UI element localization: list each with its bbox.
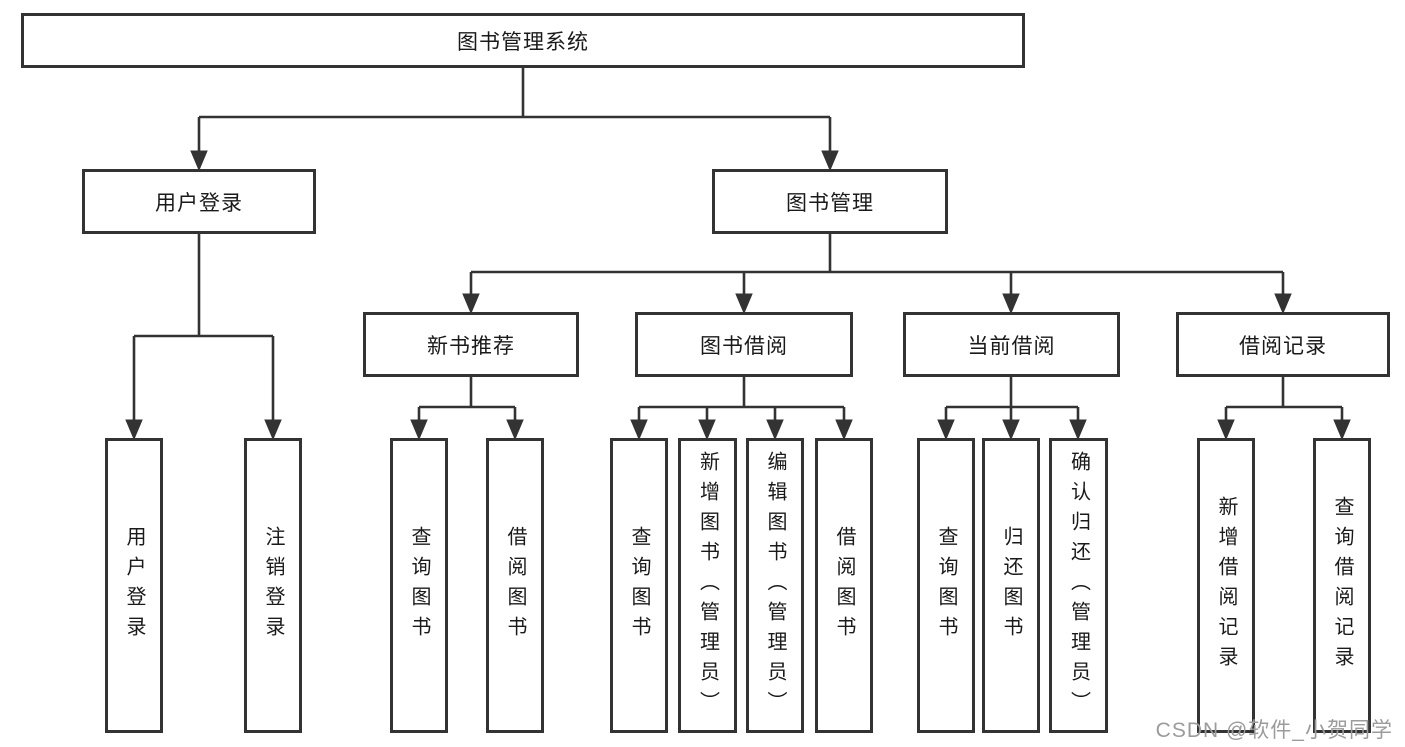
leaf-query-borrow-record: 查询借阅记录 (1313, 438, 1371, 733)
node-label: 新增图书（管理员） (696, 450, 719, 721)
node-label: 图书管理 (786, 191, 874, 215)
connector-current-borrow-children (937, 377, 1087, 441)
arrowhead-icon (264, 419, 282, 441)
node-label: 借阅图书 (833, 525, 855, 646)
leaf-edit-book-admin: 编辑图书（管理员） (746, 438, 804, 733)
node-label: 归还图书 (1000, 525, 1022, 646)
arrowhead-icon (125, 419, 143, 441)
node-label: 借阅记录 (1239, 334, 1327, 358)
arrowhead-icon (630, 419, 648, 441)
node-borrow-record: 借阅记录 (1176, 312, 1390, 377)
node-label: 新书推荐 (427, 334, 515, 358)
arrowhead-icon (410, 419, 428, 441)
arrowhead-icon (821, 150, 839, 172)
node-book-borrow: 图书借阅 (635, 312, 853, 377)
node-label: 当前借阅 (967, 334, 1056, 358)
node-user-login: 用户登录 (82, 169, 316, 234)
node-label: 图书借阅 (700, 334, 788, 358)
node-label: 用户登录 (155, 191, 243, 215)
leaf-confirm-return-admin: 确认归还（管理员） (1049, 438, 1108, 733)
node-label: 编辑图书（管理员） (764, 450, 786, 721)
arrowhead-icon (937, 419, 955, 441)
arrowhead-icon (462, 293, 480, 315)
node-label: 用户登录 (123, 525, 145, 646)
arrowhead-icon (698, 419, 716, 441)
node-current-borrow: 当前借阅 (903, 312, 1120, 377)
node-label: 查询图书 (628, 525, 650, 646)
leaf-add-borrow-record: 新增借阅记录 (1197, 438, 1255, 733)
leaf-query-book-recommend: 查询图书 (390, 438, 448, 733)
connector-book-mgmt-children (462, 234, 1292, 315)
node-label: 借阅图书 (504, 525, 526, 646)
node-book-management: 图书管理 (712, 169, 948, 234)
connector-book-borrow-children (630, 377, 853, 441)
node-new-book-recommend: 新书推荐 (363, 312, 579, 377)
leaf-query-book-current: 查询图书 (917, 438, 975, 733)
node-label: 查询图书 (935, 525, 957, 646)
leaf-query-book-borrow: 查询图书 (610, 438, 668, 733)
leaf-add-book-admin: 新增图书（管理员） (678, 438, 737, 733)
connector-new-book-rec-children (410, 377, 524, 441)
node-label: 查询图书 (408, 525, 430, 646)
node-library-management-system: 图书管理系统 (21, 13, 1025, 68)
leaf-user-login: 用户登录 (105, 438, 163, 733)
arrowhead-icon (1333, 419, 1351, 441)
arrowhead-icon (506, 419, 524, 441)
arrowhead-icon (766, 419, 784, 441)
arrowhead-icon (1002, 419, 1020, 441)
leaf-borrow-book: 借阅图书 (815, 438, 873, 733)
leaf-logout: 注销登录 (244, 438, 302, 733)
arrowhead-icon (1274, 293, 1292, 315)
node-label: 新增借阅记录 (1215, 495, 1237, 676)
node-label: 确认归还（管理员） (1067, 450, 1090, 721)
arrowhead-icon (190, 150, 208, 172)
connector-user-login-children (125, 234, 282, 441)
node-label: 图书管理系统 (457, 30, 589, 54)
csdn-watermark: CSDN @软件_小贺同学 (1155, 719, 1393, 742)
arrowhead-icon (835, 419, 853, 441)
connector-root-to-level1 (190, 68, 839, 172)
connector-borrow-record-children (1217, 377, 1351, 441)
leaf-borrow-book-recommend: 借阅图书 (486, 438, 544, 733)
arrowhead-icon (1069, 419, 1087, 441)
node-label: 注销登录 (262, 525, 284, 646)
leaf-return-book: 归还图书 (982, 438, 1040, 733)
arrowhead-icon (1002, 293, 1020, 315)
arrowhead-icon (735, 293, 753, 315)
arrowhead-icon (1217, 419, 1235, 441)
node-label: 查询借阅记录 (1331, 495, 1353, 676)
